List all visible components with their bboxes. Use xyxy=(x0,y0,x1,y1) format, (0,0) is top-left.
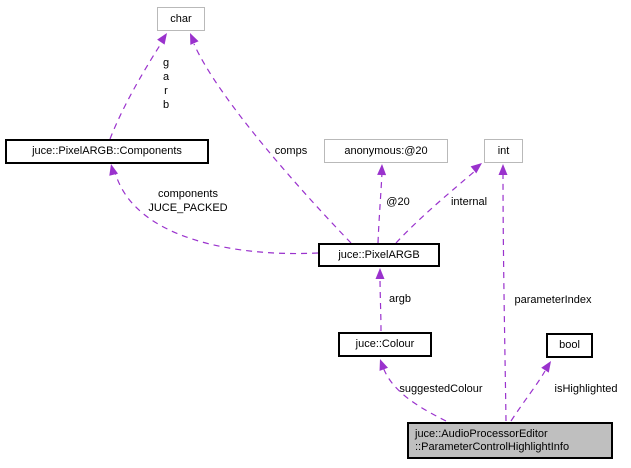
arrowhead-comps xyxy=(190,33,199,45)
edge-isHighlighted xyxy=(510,370,546,422)
arrowhead-garb xyxy=(157,33,167,45)
edge-parameterIndex xyxy=(502,171,507,422)
arrowhead-suggestedColour xyxy=(379,359,388,371)
edge-garb xyxy=(109,41,163,140)
arrowhead-internal xyxy=(470,163,482,174)
node-highlight: juce::AudioProcessorEditor ::ParameterCo… xyxy=(407,422,613,459)
edge-components-rel xyxy=(114,171,319,255)
edge-argb xyxy=(379,275,382,332)
arrowhead-argb xyxy=(375,268,385,279)
edge-comps xyxy=(193,43,352,244)
arrowhead-at20 xyxy=(377,164,387,176)
edge-internal xyxy=(395,170,476,244)
node-int: int xyxy=(484,139,523,163)
arrowhead-components-rel xyxy=(109,164,119,176)
edge-suggestedColour xyxy=(382,366,447,422)
node-bool[interactable]: bool xyxy=(546,333,593,358)
edge-at20 xyxy=(377,171,383,244)
node-char: char xyxy=(157,7,205,31)
node-anon20: anonymous:@20 xyxy=(324,139,448,163)
node-colour[interactable]: juce::Colour xyxy=(338,332,432,357)
arrowhead-isHighlighted xyxy=(541,361,551,373)
node-components[interactable]: juce::PixelARGB::Components xyxy=(5,139,209,164)
node-pixelargb[interactable]: juce::PixelARGB xyxy=(318,243,440,267)
arrowhead-parameterIndex xyxy=(498,164,508,175)
